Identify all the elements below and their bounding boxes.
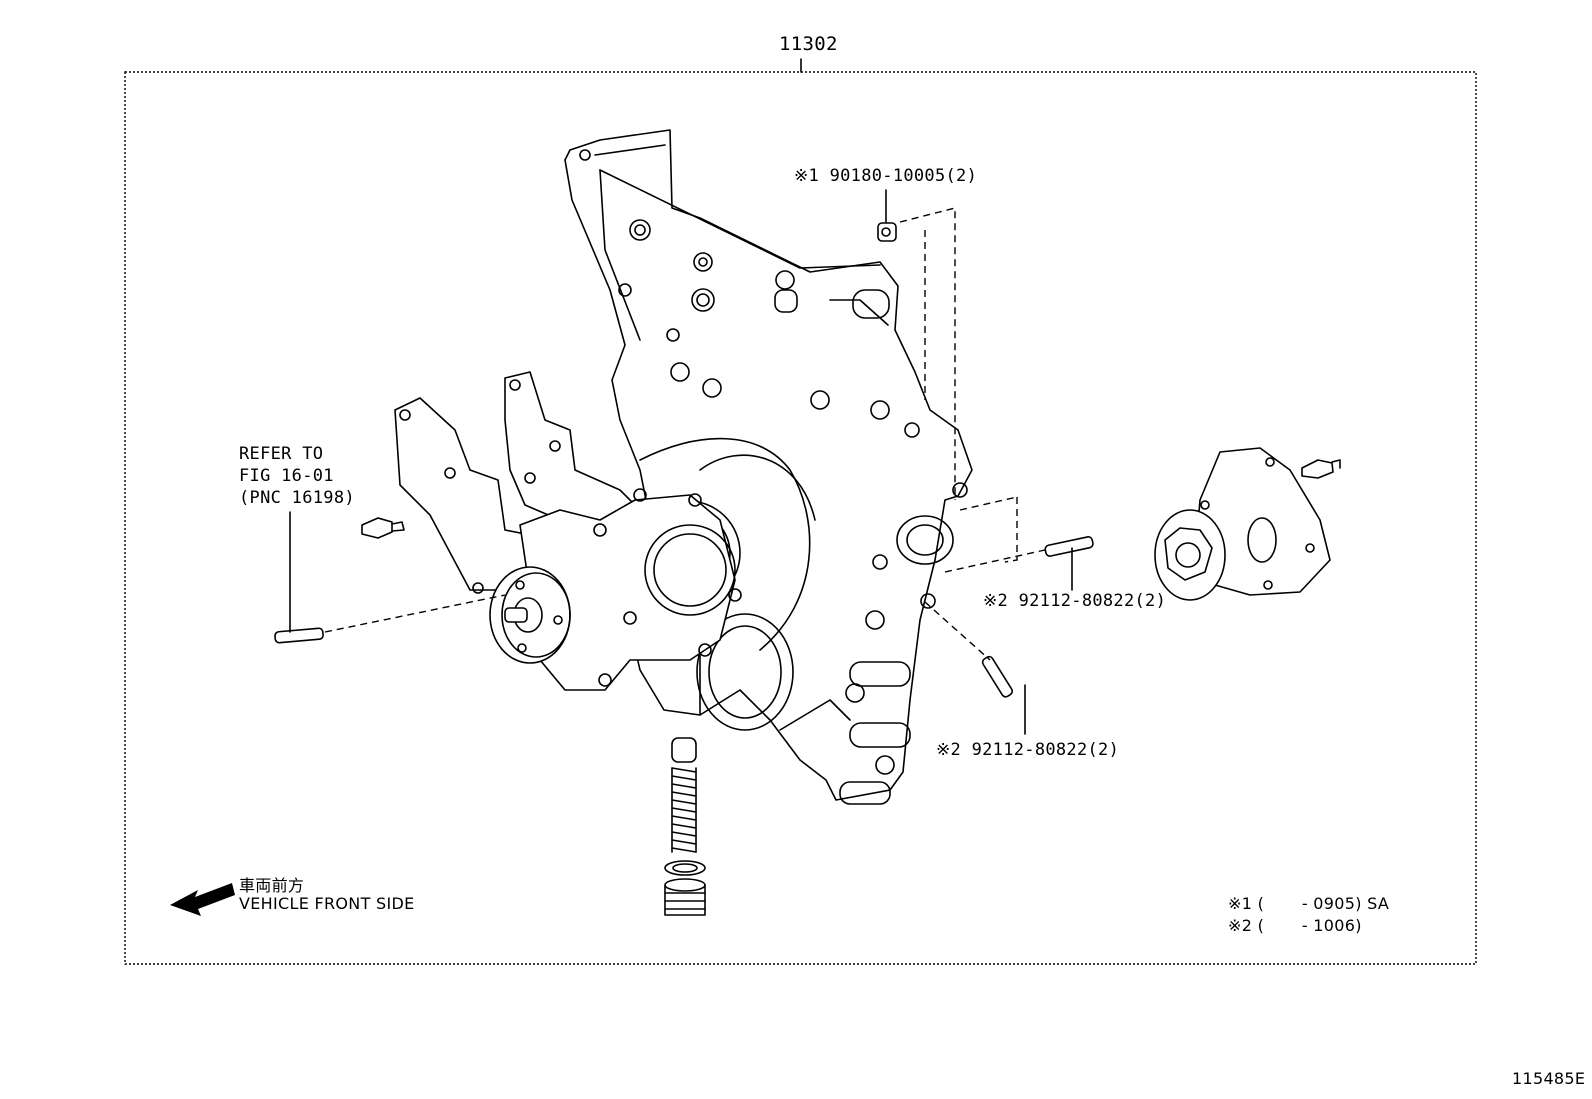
- stud-92112-upper[interactable]: [1044, 536, 1094, 557]
- leader-stud-upper-dash: [944, 549, 1046, 573]
- refer-line-2[interactable]: FIG 16-01: [239, 466, 334, 486]
- timing-chain-cover[interactable]: [564, 129, 973, 805]
- relief-valve-gasket[interactable]: [664, 860, 706, 876]
- water-pump[interactable]: [489, 488, 742, 691]
- oil-pump[interactable]: [1154, 447, 1331, 601]
- assembly-number: 11302: [779, 33, 838, 55]
- stud-92112-lower[interactable]: [981, 655, 1014, 698]
- leader-bracket-dash: [1004, 497, 1018, 563]
- pin-90180[interactable]: [877, 222, 897, 242]
- part-label-90180[interactable]: ※1 90180-10005(2): [794, 166, 978, 186]
- stud-left[interactable]: [274, 627, 324, 644]
- leader-pin-dash: [899, 207, 956, 500]
- leader-bracket-dash-2: [959, 496, 1018, 511]
- part-label-92112-upper[interactable]: ※2 92112-80822(2): [983, 591, 1167, 611]
- refer-line-1: REFER TO: [239, 444, 324, 464]
- relief-valve-spring[interactable]: [671, 767, 697, 853]
- bolt-oil-pump[interactable]: [1301, 459, 1341, 479]
- part-label-92112-lower[interactable]: ※2 92112-80822(2): [936, 740, 1120, 760]
- direction-english: VEHICLE FRONT SIDE: [239, 894, 415, 913]
- refer-line-3: (PNC 16198): [239, 488, 355, 508]
- note-1: ※1 ( - 0905) SA: [1228, 894, 1390, 913]
- illustration-id: 115485E: [1512, 1069, 1586, 1088]
- leader-stud-left: [324, 594, 506, 633]
- relief-valve-plug[interactable]: [664, 878, 706, 916]
- diagram-frame: [124, 71, 1477, 965]
- note-2: ※2 ( - 1006): [1228, 916, 1362, 935]
- bolt-left[interactable]: [361, 517, 405, 539]
- arrow-left-icon: [170, 883, 235, 916]
- leader-stud-lower-dash: [924, 601, 991, 661]
- relief-valve-plunger[interactable]: [671, 737, 697, 763]
- direction-japanese: 車両前方: [239, 876, 305, 895]
